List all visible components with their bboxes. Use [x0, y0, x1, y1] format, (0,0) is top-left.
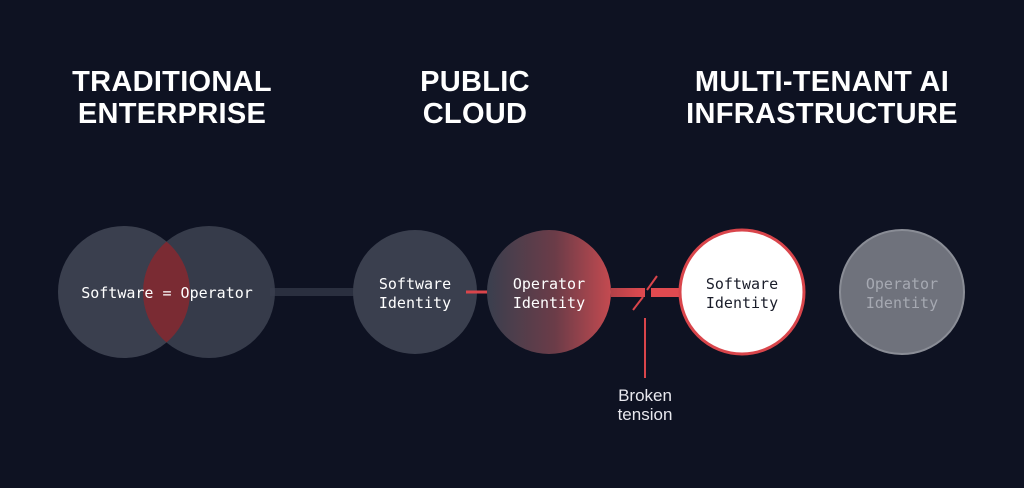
multi-operator-label: Identity	[866, 294, 938, 312]
multi-software-label: Software	[706, 275, 778, 293]
heading-line: INFRASTRUCTURE	[686, 98, 958, 130]
broken-tension-caption: Broken tension	[590, 386, 700, 424]
multi-software-label: Identity	[706, 294, 778, 312]
public-operator-label: Identity	[513, 294, 585, 312]
tension-line-right	[651, 288, 681, 297]
public-operator-label: Operator	[513, 275, 585, 293]
break-mark-icon	[632, 296, 644, 311]
connector-line	[270, 288, 362, 296]
caption-line: tension	[617, 405, 673, 424]
tension-line-left	[611, 288, 645, 297]
heading-line: MULTI-TENANT AI	[694, 66, 950, 98]
public-software-circle	[353, 230, 477, 354]
heading-line: PUBLIC	[420, 66, 530, 98]
public-software-label: Identity	[379, 294, 451, 312]
public-operator-circle	[487, 230, 611, 354]
multi-software-circle	[678, 228, 806, 356]
multi-operator-label: Operator	[866, 275, 938, 293]
heading-traditional-enterprise: TRADITIONAL ENTERPRISE	[56, 66, 288, 130]
multi-operator-circle	[839, 229, 965, 355]
break-mark-icon	[646, 275, 658, 291]
heading-public-cloud: PUBLIC CLOUD	[375, 66, 575, 130]
public-software-label: Software	[379, 275, 451, 293]
heading-line: CLOUD	[422, 98, 528, 130]
heading-line: TRADITIONAL	[72, 66, 272, 98]
heading-multi-tenant-ai: MULTI-TENANT AI INFRASTRUCTURE	[672, 66, 972, 130]
caption-line: Broken	[618, 386, 672, 405]
overlap-region	[143, 226, 190, 358]
traditional-label: Software = Operator	[81, 284, 253, 302]
heading-line: ENTERPRISE	[77, 98, 267, 130]
